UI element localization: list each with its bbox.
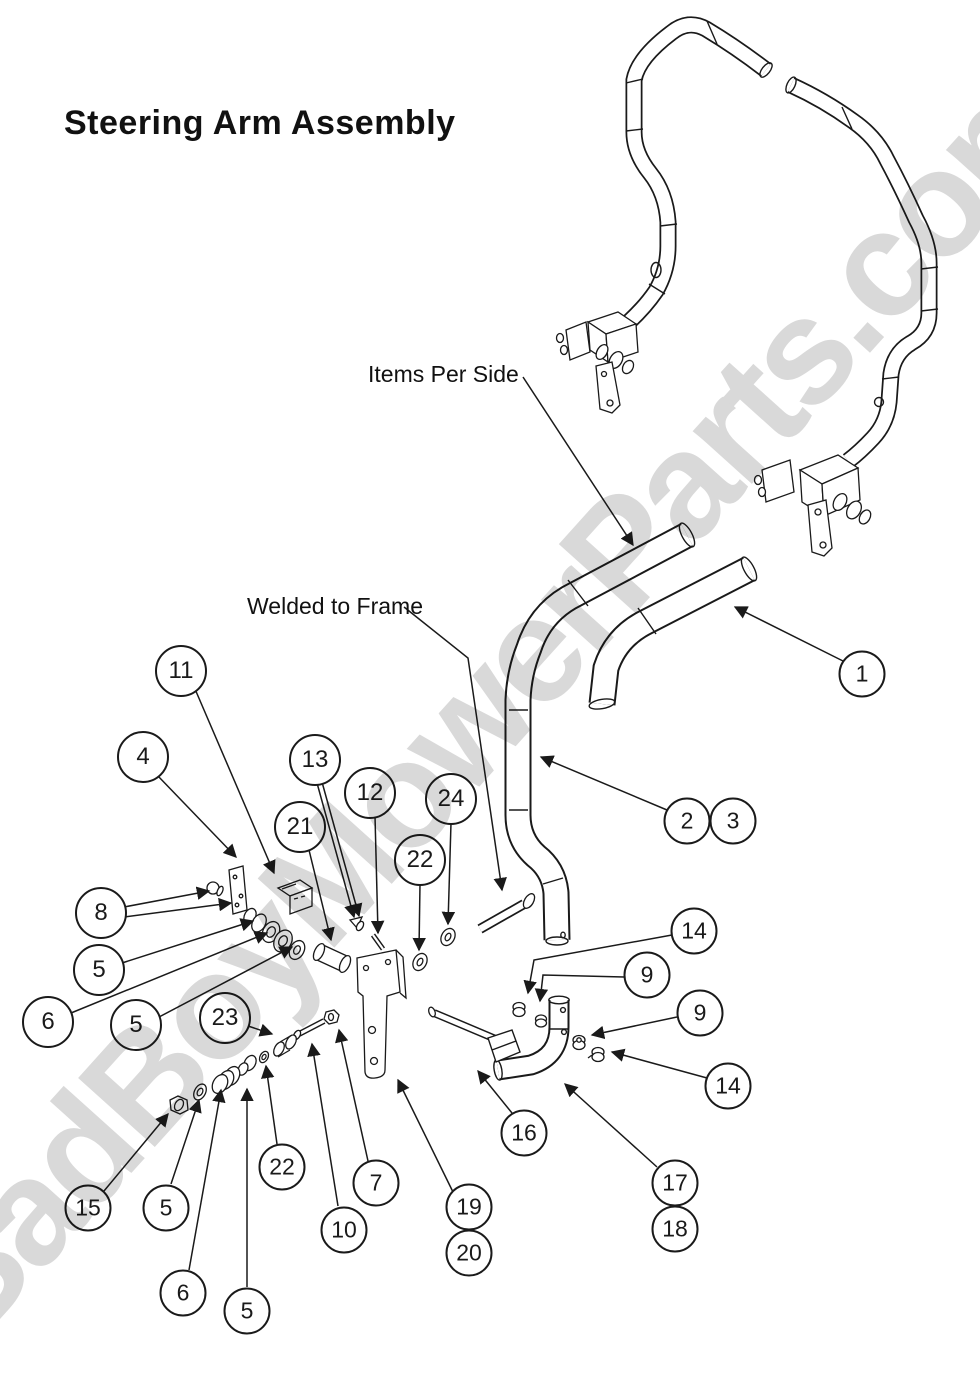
leader-lines: [70, 376, 846, 1287]
balloon-10: 10: [320, 1206, 368, 1254]
lower-steering-tube-drawing: [504, 522, 758, 946]
balloon-14-b: 14: [704, 1062, 752, 1110]
balloon-24: 24: [425, 773, 477, 825]
balloon-17: 17: [651, 1159, 699, 1207]
balloon-5-c: 5: [142, 1184, 190, 1232]
diagram-page: Steering Arm Assembly Items Per Side Wel…: [0, 16, 980, 1375]
items-per-side-label: Items Per Side: [368, 361, 519, 387]
balloon-22-a: 22: [394, 834, 446, 886]
balloon-5-d: 5: [223, 1287, 271, 1335]
balloon-6-a: 6: [22, 996, 74, 1048]
balloon-16: 16: [500, 1109, 548, 1157]
balloon-22-b: 22: [258, 1143, 306, 1191]
balloon-14-a: 14: [670, 907, 718, 955]
balloon-3: 3: [709, 797, 757, 845]
pivot-hardware-drawing: [169, 865, 407, 1115]
balloon-13: 13: [289, 734, 341, 786]
balloon-7: 7: [352, 1159, 400, 1207]
exploded-view-drawing: [70, 16, 939, 1287]
balloon-1: 1: [838, 650, 886, 698]
balloon-5-b: 5: [110, 999, 162, 1051]
balloon-5-a: 5: [73, 944, 125, 996]
steering-lever-tubes-drawing: [610, 16, 939, 468]
balloon-6-b: 6: [159, 1269, 207, 1317]
balloon-8: 8: [75, 887, 127, 939]
balloon-19: 19: [445, 1183, 493, 1231]
balloon-12: 12: [344, 767, 396, 819]
balloon-15: 15: [64, 1184, 112, 1232]
balloon-20: 20: [445, 1229, 493, 1277]
balloon-23: 23: [199, 992, 251, 1044]
pivot-pin-drawing: [412, 893, 536, 972]
balloon-2: 2: [663, 797, 711, 845]
right-spindle-assembly-drawing: [753, 454, 872, 557]
balloon-4: 4: [117, 731, 169, 783]
balloon-18: 18: [651, 1205, 699, 1253]
balloon-21: 21: [274, 801, 326, 853]
balloon-9-b: 9: [676, 989, 724, 1037]
balloon-9-a: 9: [623, 951, 671, 999]
page-title: Steering Arm Assembly: [64, 104, 456, 142]
left-spindle-assembly-drawing: [555, 311, 639, 414]
welded-to-frame-label: Welded to Frame: [247, 593, 423, 619]
balloon-11: 11: [155, 645, 207, 697]
steering-shaft-elbow-drawing: [428, 995, 605, 1081]
